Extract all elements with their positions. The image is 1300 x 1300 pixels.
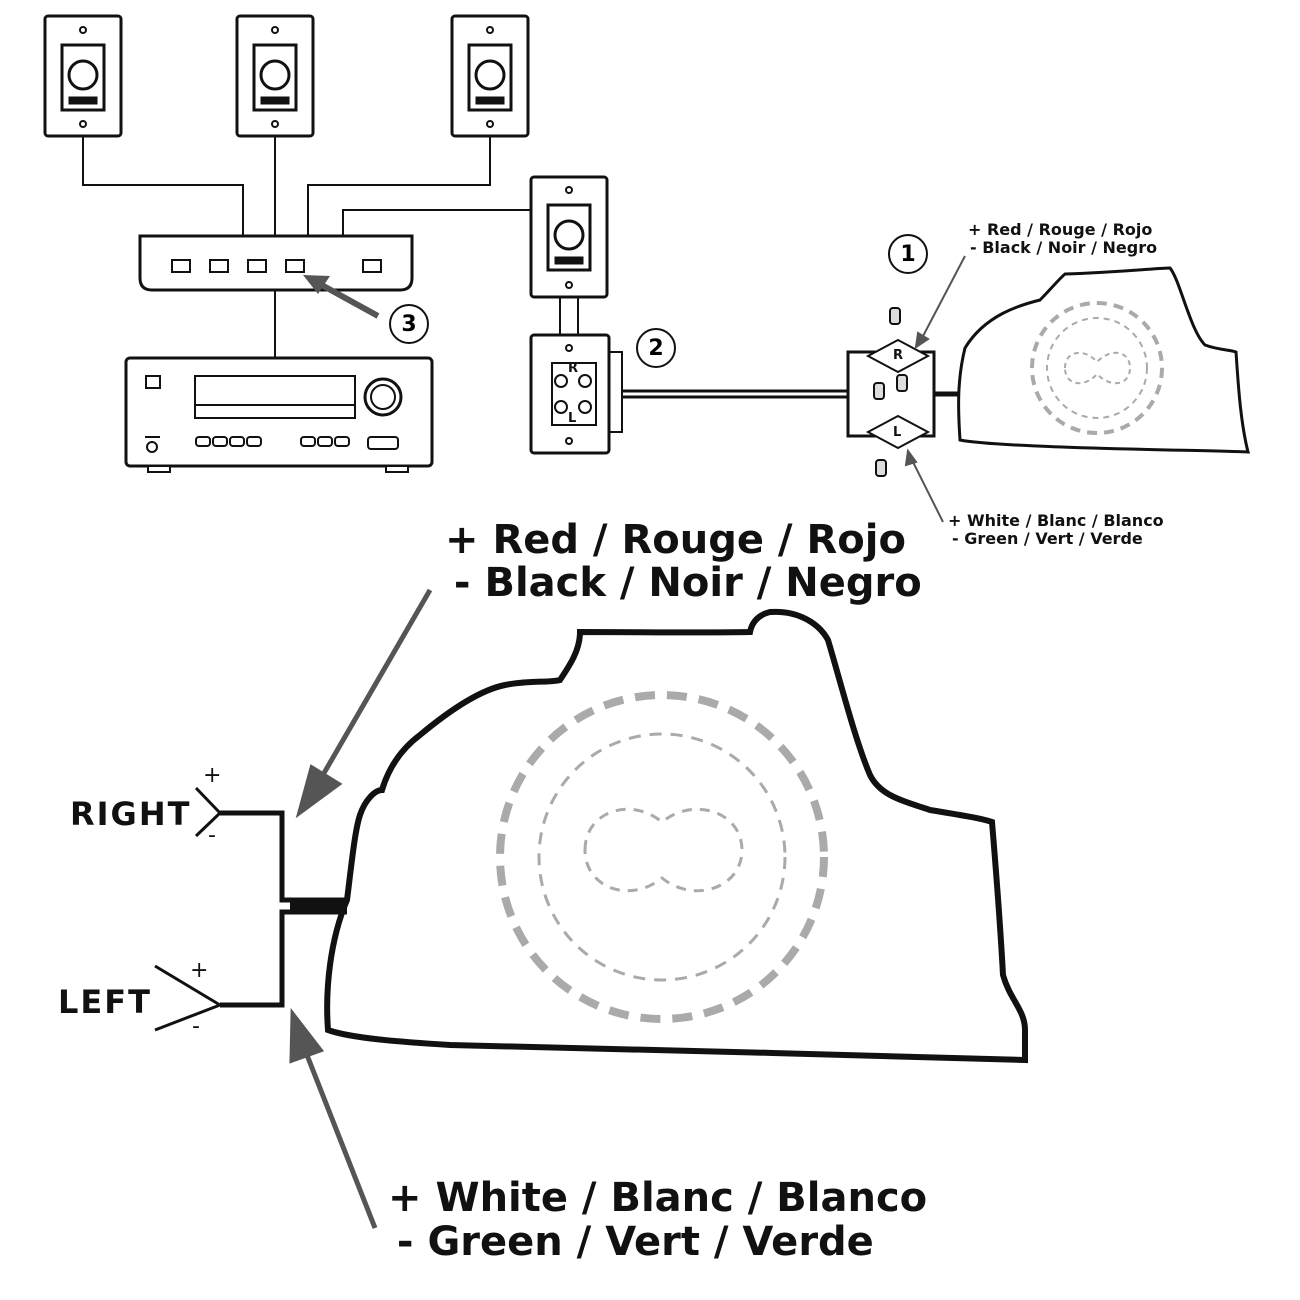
volume-control-4 [529, 175, 609, 299]
small-label-black-minus: - Black / Noir / Negro [970, 238, 1158, 257]
small-arrows [904, 255, 966, 523]
left-minus-sign: - [192, 1014, 200, 1039]
plate-l-label: L [568, 411, 577, 426]
right-minus-sign: - [208, 823, 216, 848]
left-label: LEFT [58, 983, 152, 1021]
callout-3: 3 [389, 304, 429, 344]
small-label-red-plus: + Red / Rouge / Rojo [968, 220, 1153, 239]
junction-r-label: R [893, 348, 904, 363]
small-label-white-plus: + White / Blanc / Blanco [948, 511, 1164, 530]
callout-2: 2 [636, 328, 676, 368]
large-label-red-plus: + Red / Rouge / Rojo [445, 517, 906, 563]
junction-l-label: L [893, 425, 902, 440]
right-plus-sign: + [203, 763, 222, 788]
control-wires [82, 136, 579, 358]
small-speaker [957, 266, 1250, 454]
volume-control-2 [235, 14, 315, 138]
av-receiver [124, 356, 434, 473]
large-arrows [289, 588, 433, 1229]
plate-r-label: R [568, 361, 579, 376]
large-label-black-minus: - Black / Noir / Negro [440, 560, 922, 606]
speaker-selector-hub [138, 234, 414, 292]
left-plus-sign: + [190, 958, 209, 983]
large-speaker [324, 608, 1028, 1064]
wire-junction [846, 307, 936, 477]
callout-arrow-3 [303, 275, 380, 319]
right-label: RIGHT [70, 795, 192, 833]
large-label-white-plus: + White / Blanc / Blanco [388, 1175, 928, 1221]
bottom-wires [154, 786, 347, 1032]
large-label-green-minus: - Green / Vert / Verde [383, 1219, 874, 1265]
volume-control-1 [43, 14, 123, 138]
small-label-green-minus: - Green / Vert / Verde [952, 529, 1143, 548]
volume-control-3 [450, 14, 530, 138]
speaker-wall-plate [529, 333, 623, 455]
callout-1: 1 [888, 234, 928, 274]
